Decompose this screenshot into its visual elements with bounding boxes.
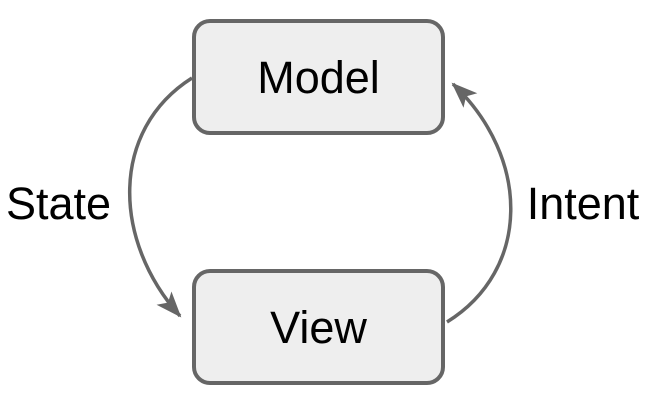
- edge-state-label: State: [5, 178, 112, 229]
- node-model-label: Model: [257, 51, 380, 103]
- node-view: View: [192, 269, 445, 385]
- node-view-label: View: [270, 301, 367, 353]
- edge-intent-label: Intent: [526, 178, 640, 229]
- edge-state-arrow: [128, 76, 193, 318]
- edge-intent-arrow: [446, 82, 513, 324]
- node-model: Model: [192, 19, 445, 135]
